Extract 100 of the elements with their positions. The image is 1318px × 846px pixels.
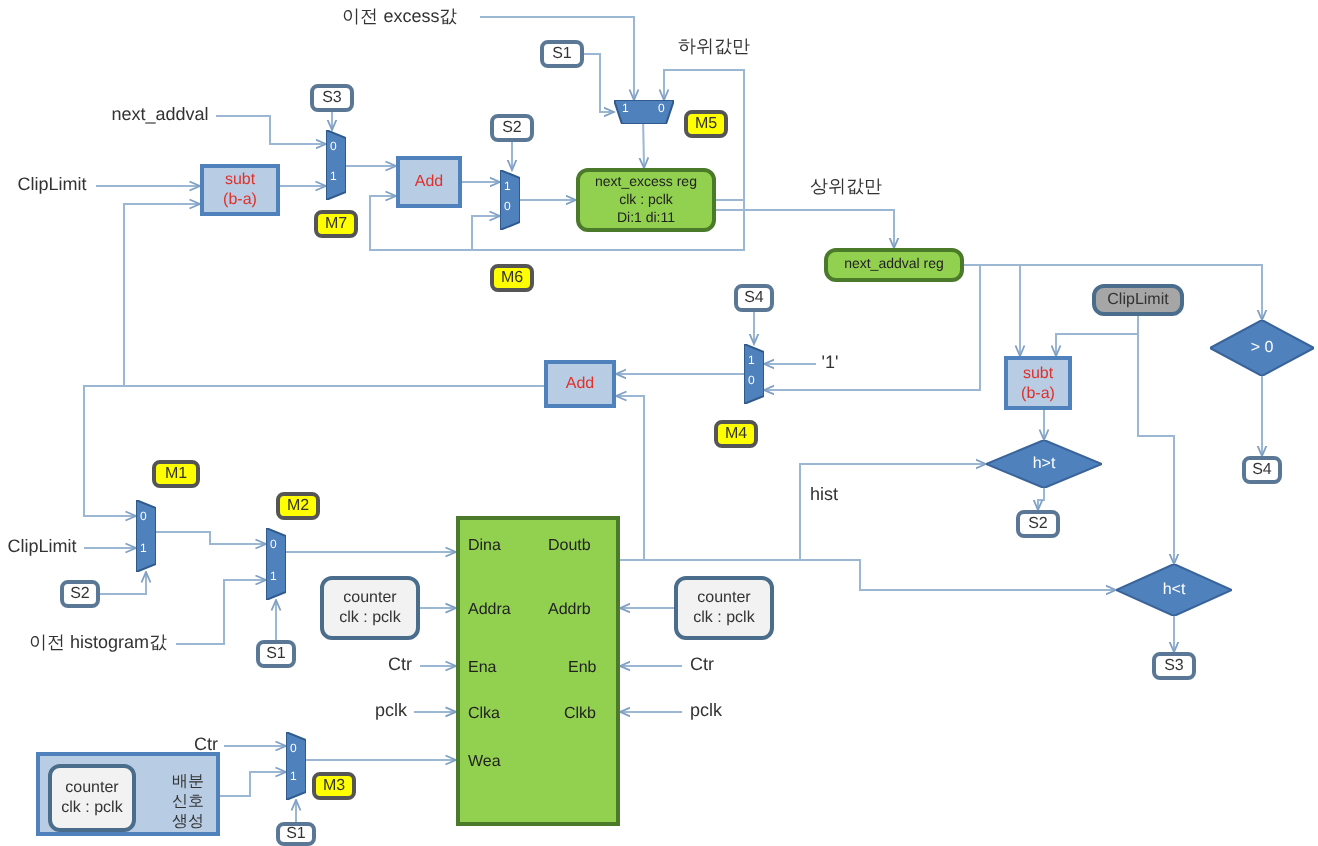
signal-label: ClipLimit (0, 536, 84, 560)
connector-arrow (215, 115, 327, 150)
connector-arrow (285, 546, 457, 558)
connector-arrow (419, 660, 457, 672)
signal-generator-box (36, 752, 220, 836)
decision-diamond: > 0 (1210, 320, 1314, 376)
signal-label: 이전 histogram값 (20, 632, 176, 656)
select-signal-box: S3 (1152, 652, 1196, 680)
select-signal-box: S1 (540, 40, 584, 68)
connector-arrow (519, 194, 577, 206)
multiplexer-symbol (614, 100, 674, 124)
select-signal-box: S2 (490, 114, 534, 142)
select-signal-box: S3 (310, 84, 354, 112)
connector-arrow (1256, 375, 1268, 457)
signal-label: pclk (368, 700, 414, 724)
mux-tag: M1 (152, 460, 200, 488)
connector-arrow (715, 209, 900, 249)
connector-arrow (763, 358, 817, 370)
signal-label: ClipLimit (8, 174, 96, 198)
arithmetic-box: subt (b-a) (1004, 356, 1072, 410)
connector-arrow (763, 264, 981, 396)
signal-label: next_addval (104, 104, 216, 128)
connector-arrow (175, 574, 267, 645)
connector-arrow (83, 542, 137, 554)
port-label: Dina (468, 536, 501, 556)
multiplexer-symbol (744, 344, 764, 404)
connector-arrow (471, 199, 745, 251)
port-label: Clka (468, 704, 501, 724)
connector-arrow (963, 264, 1268, 321)
connector-arrow (99, 571, 152, 595)
select-signal-box: S4 (734, 284, 774, 312)
counter-box: counter clk : pclk (320, 576, 420, 640)
connector-arrow (1168, 615, 1180, 653)
connector-arrow (1137, 315, 1180, 565)
port-label: Ena (468, 658, 497, 678)
connector-arrow (326, 111, 338, 131)
connector-arrow (583, 53, 615, 118)
decision-diamond: h>t (986, 440, 1102, 488)
select-signal-box: S2 (1016, 510, 1060, 538)
connector-arrow (219, 766, 287, 797)
connector-arrow (748, 311, 760, 345)
multiplexer-symbol (136, 500, 156, 572)
port-label: Addra (468, 600, 511, 620)
port-label: Doutb (548, 536, 591, 556)
mux-tag: M2 (276, 492, 320, 520)
connector-arrow (619, 706, 683, 718)
memory-block (456, 516, 620, 826)
connector-arrow (619, 559, 1117, 596)
select-signal-box: S1 (256, 640, 296, 668)
decision-diamond: h<t (1116, 564, 1232, 616)
connector-arrow (419, 602, 457, 614)
connector-arrow (270, 599, 282, 641)
connector-arrow (345, 160, 397, 172)
connector-arrow (506, 141, 518, 171)
select-signal-box: S1 (276, 822, 316, 846)
connector-arrow (95, 180, 201, 192)
connector-arrow (615, 368, 745, 380)
port-label: Clkb (564, 704, 597, 724)
mux-tag: M5 (684, 110, 728, 138)
connector-arrow (290, 799, 302, 823)
arithmetic-box: Add (544, 360, 616, 408)
edge-label: 하위값만 (676, 36, 752, 58)
select-signal-box: S2 (60, 580, 100, 608)
connector-arrow (83, 384, 545, 522)
multiplexer-symbol (286, 732, 306, 800)
mux-tag: M3 (312, 772, 356, 800)
port-label: Addrb (548, 600, 591, 620)
multiplexer-symbol (500, 170, 520, 230)
multiplexer-symbol (326, 130, 346, 200)
connector-arrow (461, 176, 501, 188)
connector-arrow (155, 530, 267, 550)
signal-label: '1' (816, 352, 844, 376)
counter-box: counter clk : pclk (674, 576, 774, 640)
connector-arrow (619, 660, 683, 672)
connector-arrow (615, 390, 645, 561)
arithmetic-box: subt (b-a) (200, 164, 280, 216)
connector-arrow (658, 69, 745, 201)
connector-arrow (413, 706, 457, 718)
connector-arrow (223, 740, 287, 752)
signal-label: 이전 excess값 (320, 4, 480, 30)
edge-label: hist (808, 484, 841, 506)
mux-tag: M7 (314, 210, 358, 238)
signal-label: Ctr (188, 734, 224, 758)
select-signal-box: S4 (1242, 456, 1282, 484)
connector-arrow (479, 16, 640, 101)
port-label: Wea (468, 752, 501, 772)
multiplexer-symbol (266, 528, 286, 600)
block-label: 배분신호 생성 (170, 772, 206, 832)
signal-label: Ctr (380, 654, 420, 678)
counter-box: counter clk : pclk (48, 764, 136, 832)
signal-label: Ctr (682, 654, 722, 678)
signal-label: pclk (682, 700, 730, 724)
connector-arrow (638, 123, 650, 169)
connector-arrow (279, 180, 327, 192)
edge-label: 상위값만 (808, 176, 884, 198)
port-label: Enb (568, 658, 597, 678)
connector-arrow (1032, 487, 1045, 511)
mux-tag: M6 (490, 264, 534, 292)
arithmetic-box: Add (396, 156, 462, 208)
connector-arrow (305, 754, 457, 766)
